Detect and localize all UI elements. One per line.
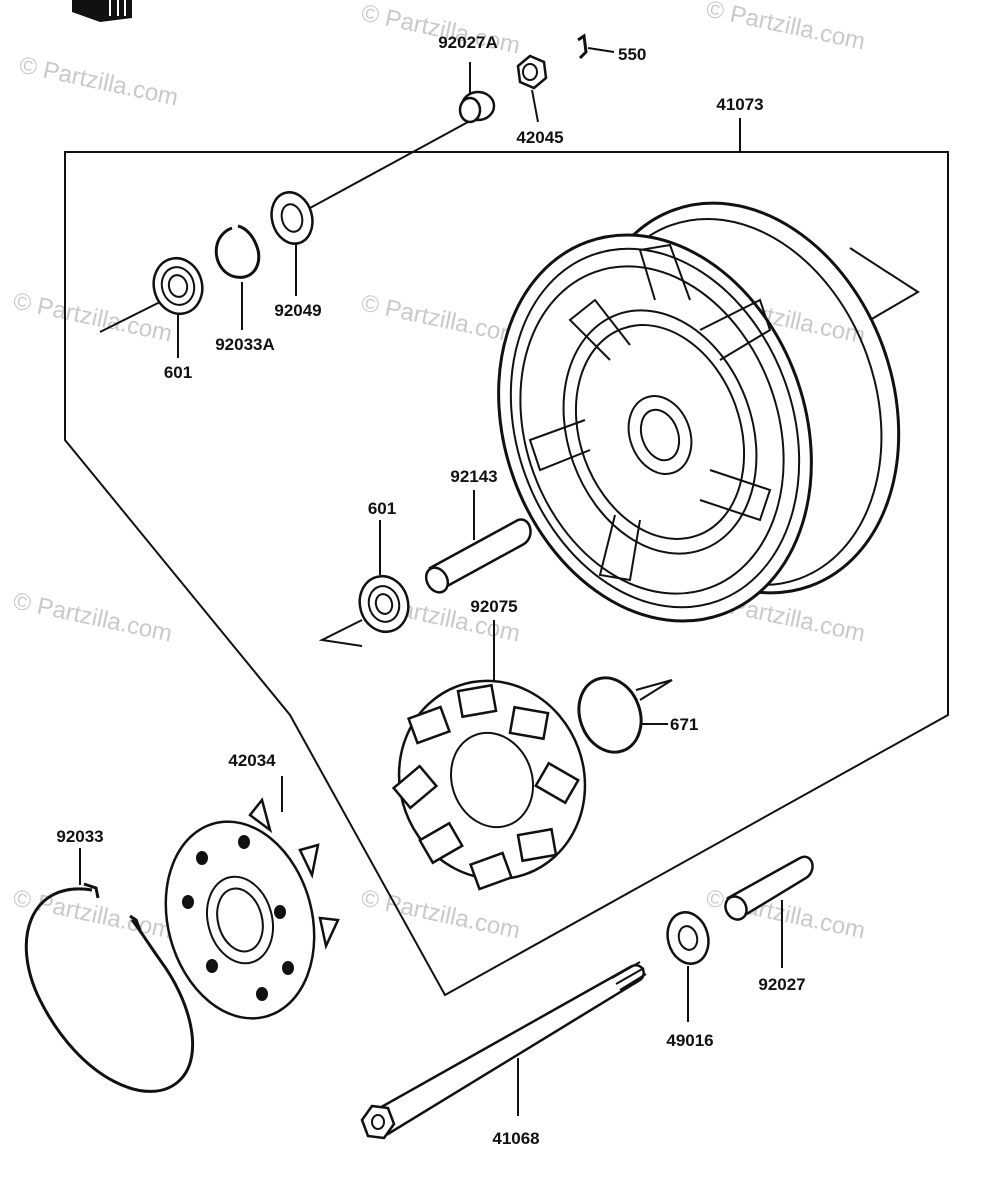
label-92027A: 92027A — [438, 33, 498, 52]
washer-49016 — [666, 911, 710, 1022]
label-92049: 92049 — [274, 301, 321, 320]
collar-92027 — [724, 855, 814, 968]
watermark-11: © Partzilla.com — [359, 884, 523, 944]
label-550: 550 — [618, 45, 646, 64]
label-92075: 92075 — [470, 597, 517, 616]
label-41073: 41073 — [716, 95, 763, 114]
label-92033: 92033 — [56, 827, 103, 846]
watermark-1: © Partzilla.com — [17, 51, 181, 111]
watermark-7: © Partzilla.com — [11, 587, 175, 647]
axle-41068 — [360, 961, 647, 1140]
circlip-92033 — [24, 848, 195, 1093]
watermark-3: © Partzilla.com — [704, 0, 868, 55]
o-ring-671 — [577, 676, 673, 754]
spacer-92143 — [424, 490, 532, 594]
watermark-4: © Partzilla.com — [11, 287, 175, 347]
watermark-5: © Partzilla.com — [359, 289, 523, 349]
rear-wheel — [497, 201, 920, 623]
label-41068: 41068 — [492, 1129, 539, 1148]
front-direction-badge — [72, 0, 132, 22]
watermark-10: © Partzilla.com — [11, 884, 175, 944]
label-42034: 42034 — [228, 751, 276, 770]
assembly-outline — [64, 151, 949, 997]
label-49016: 49016 — [666, 1031, 713, 1050]
nut-42045 — [516, 54, 548, 123]
label-92033A: 92033A — [215, 335, 275, 354]
label-671: 671 — [670, 715, 698, 734]
collar-92027A — [309, 62, 496, 209]
part-labels: 92027A 550 42045 41073 92049 92033A 601 … — [56, 33, 805, 1148]
label-92143: 92143 — [450, 467, 497, 486]
label-601-middle: 601 — [368, 499, 396, 518]
label-92027: 92027 — [758, 975, 805, 994]
bearing-601-middle — [318, 520, 410, 647]
label-42045: 42045 — [516, 128, 563, 147]
damper-92075 — [391, 620, 587, 891]
coupling-42034 — [164, 776, 340, 1020]
bearing-601-top — [99, 256, 204, 358]
seal-92049 — [270, 191, 314, 296]
cotter-pin-550 — [577, 33, 615, 60]
label-601-top: 601 — [164, 363, 192, 382]
circlip-92033A — [214, 224, 261, 330]
